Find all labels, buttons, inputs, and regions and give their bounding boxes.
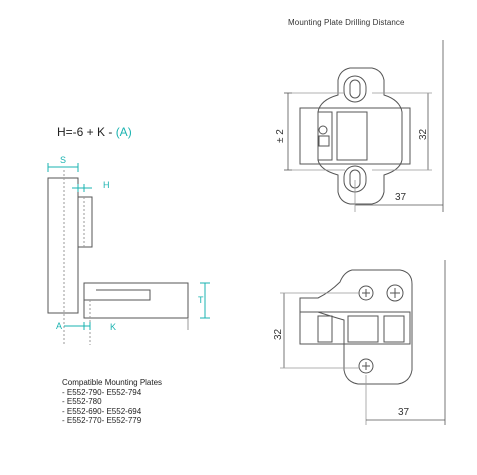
top-mounting-plate	[299, 67, 411, 205]
compatible-item: - E552-770- E552-779	[62, 416, 142, 426]
label-top-height: 32	[418, 128, 429, 140]
compatible-item: - E552-690- E552-694	[62, 406, 142, 416]
hinge-cup	[77, 196, 93, 248]
label-t: T	[198, 295, 204, 305]
page-title: Mounting Plate Drilling Distance	[288, 18, 405, 27]
label-k: K	[110, 322, 116, 332]
formula-main: H=-6 + K -	[57, 125, 116, 139]
formula: H=-6 + K - (A)	[57, 125, 132, 139]
mounting-arm	[96, 289, 151, 301]
label-s: S	[60, 155, 66, 165]
compatible-plates: Compatible Mounting Plates - E552-790- E…	[62, 378, 162, 426]
bottom-mounting-plate	[299, 269, 413, 385]
door-panel	[47, 177, 79, 314]
formula-accent: (A)	[115, 125, 132, 139]
label-top-width: 37	[395, 192, 407, 203]
compatible-title: Compatible Mounting Plates	[62, 378, 163, 387]
label-h: H	[103, 180, 110, 190]
label-bottom-height: 32	[273, 328, 284, 340]
label-bottom-width: 37	[398, 407, 410, 418]
label-a: A	[56, 321, 62, 331]
compatible-item: - E552-790- E552-794	[62, 387, 142, 397]
label-top-pm2: ± 2	[275, 129, 286, 143]
compatible-item: - E552-780	[62, 397, 102, 407]
